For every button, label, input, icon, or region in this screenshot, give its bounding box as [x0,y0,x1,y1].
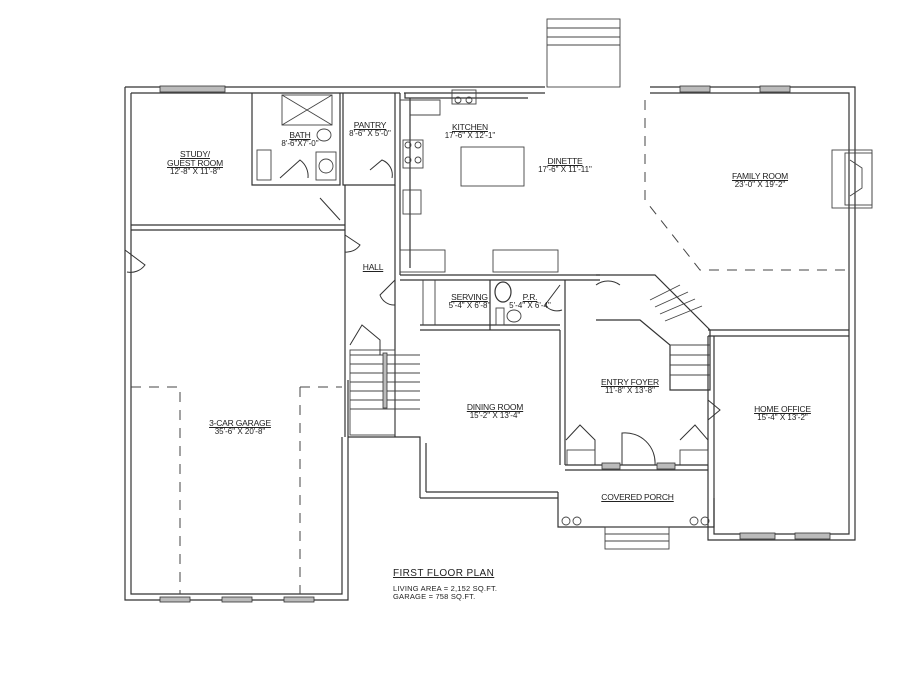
porch [557,492,715,550]
label-garage: 3-CAR GARAGE 35'-6" X 20'-8" [195,419,285,436]
garage-area-label: GARAGE = 758 SQ.FT. [393,591,476,601]
study-walls [124,85,345,273]
pantry-walls [342,93,396,186]
room-name: ENTRY FOYER [601,377,659,387]
label-dining-room: DINING ROOM 15'-2" X 13'-4" [455,403,535,420]
foyer-stairs [595,274,711,391]
room-name-line2: GUEST ROOM [167,157,223,168]
room-dims: 17'-6" X 11'-11" [538,164,592,174]
room-dims: 8'-6"X7'-0" [281,138,319,148]
exterior-walls [124,86,856,601]
garage [131,85,791,603]
room-name: COVERED PORCH [601,492,674,502]
room-name: KITCHEN [452,122,488,132]
bath-walls [251,93,341,186]
room-name: FAMILY ROOM [731,171,789,181]
room-name: HALL [362,262,384,272]
label-hall: HALL [358,263,388,272]
label-home-office: HOME OFFICE 15'-4" X 13'-2" [745,405,820,422]
label-powder-room: P.R. 5'-4" X 6'-4" [500,293,560,310]
room-name: P.R. [522,292,538,302]
room-dims: 5'-4" X 6'-4" [509,300,551,310]
hall-walls [319,185,420,437]
room-dims: 15'-2" X 13'-4" [469,410,521,420]
living-area-label: LIVING AREA = 2,152 SQ.FT. [393,584,498,593]
kitchen-walls [399,89,848,275]
label-family-room: FAMILY ROOM 23'-0" X 19'-2" [720,172,800,189]
label-study: STUDY/ GUEST ROOM 12'-8" X 11'-8" [150,150,240,176]
label-entry-foyer: ENTRY FOYER 11'-8" X 13'-8" [595,378,665,395]
label-bath: BATH 8'-6"X7'-0" [270,131,330,148]
room-name: STUDY/ [180,149,210,159]
room-name: DINETTE [547,156,583,166]
chimney [546,18,621,88]
room-name: SERVING [451,292,488,302]
room-name: PANTRY [353,120,387,130]
room-dims: 12'-8" X 11'-8" [170,166,220,176]
label-dinette: DINETTE 17'-6" X 11'-11" [525,157,605,174]
room-dims: 35'-6" X 20'-8" [214,426,266,436]
plan-title: FIRST FLOOR PLAN [393,568,495,579]
label-kitchen: KITCHEN 17'-6" X 12'-1" [435,123,505,140]
room-dims: 23'-0" X 19'-2" [734,179,786,189]
room-name: 3-CAR GARAGE [209,418,271,428]
fireplace [831,149,873,209]
room-dims: 15'-4" X 13'-2" [757,412,808,422]
label-pantry: PANTRY 8'-6" X 5'-0" [340,121,400,138]
lower-rooms [559,329,849,540]
room-dims: 8'-6" X 5'-0" [349,128,391,138]
room-dims: 11'-8" X 13'-8" [605,385,655,395]
room-dims: 5'-4" X 6'-8" [448,300,491,310]
room-dims: 17'-6" X 12'-1" [444,130,496,140]
plan-title-block: FIRST FLOOR PLAN LIVING AREA = 2,152 SQ.… [393,568,497,601]
serving-walls [399,249,600,331]
room-name: DINING ROOM [466,402,524,412]
room-name: BATH [289,130,311,140]
room-name: HOME OFFICE [754,404,811,414]
label-covered-porch: COVERED PORCH [600,493,675,502]
label-serving: SERVING 5'-4" X 6'-8" [437,293,502,310]
